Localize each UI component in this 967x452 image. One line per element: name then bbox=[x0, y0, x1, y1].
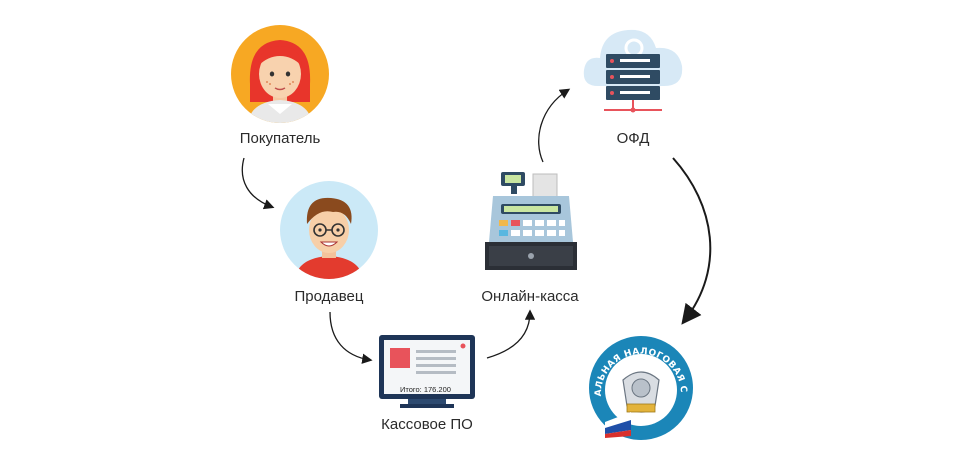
tax-service-node: ФЕДЕРАЛЬНАЯ НАЛОГОВАЯ СЛУЖБА bbox=[579, 325, 697, 447]
arrow-ofd-to-tax bbox=[672, 157, 712, 325]
monitor-icon bbox=[379, 335, 475, 408]
buyer-label: Покупатель bbox=[239, 130, 321, 147]
seller-avatar-icon bbox=[280, 181, 378, 279]
arrow-seller-to-pos bbox=[329, 311, 373, 364]
cash-register-icon bbox=[485, 172, 577, 270]
seller-node bbox=[279, 180, 379, 285]
pos-screen-total: Итого: 176.200 bbox=[400, 385, 451, 394]
pos-software-node: Итого: 176.200 bbox=[378, 334, 476, 413]
online-register-node bbox=[483, 172, 579, 277]
buyer-avatar-icon bbox=[231, 25, 329, 123]
arrow-buyer-to-seller bbox=[241, 157, 275, 210]
cloud-server-icon bbox=[583, 29, 683, 113]
arrow-register-to-ofd bbox=[538, 88, 571, 163]
buyer-node bbox=[230, 24, 330, 129]
tax-service-emblem-icon: ФЕДЕРАЛЬНАЯ НАЛОГОВАЯ СЛУЖБА bbox=[579, 325, 693, 440]
ofd-node bbox=[580, 16, 686, 123]
ofd-label: ОФД bbox=[616, 130, 650, 147]
arrow-pos-to-register bbox=[486, 309, 536, 359]
online-register-label: Онлайн-касса bbox=[481, 288, 579, 305]
seller-label: Продавец bbox=[294, 288, 364, 305]
pos-software-label: Кассовое ПО bbox=[381, 416, 473, 433]
